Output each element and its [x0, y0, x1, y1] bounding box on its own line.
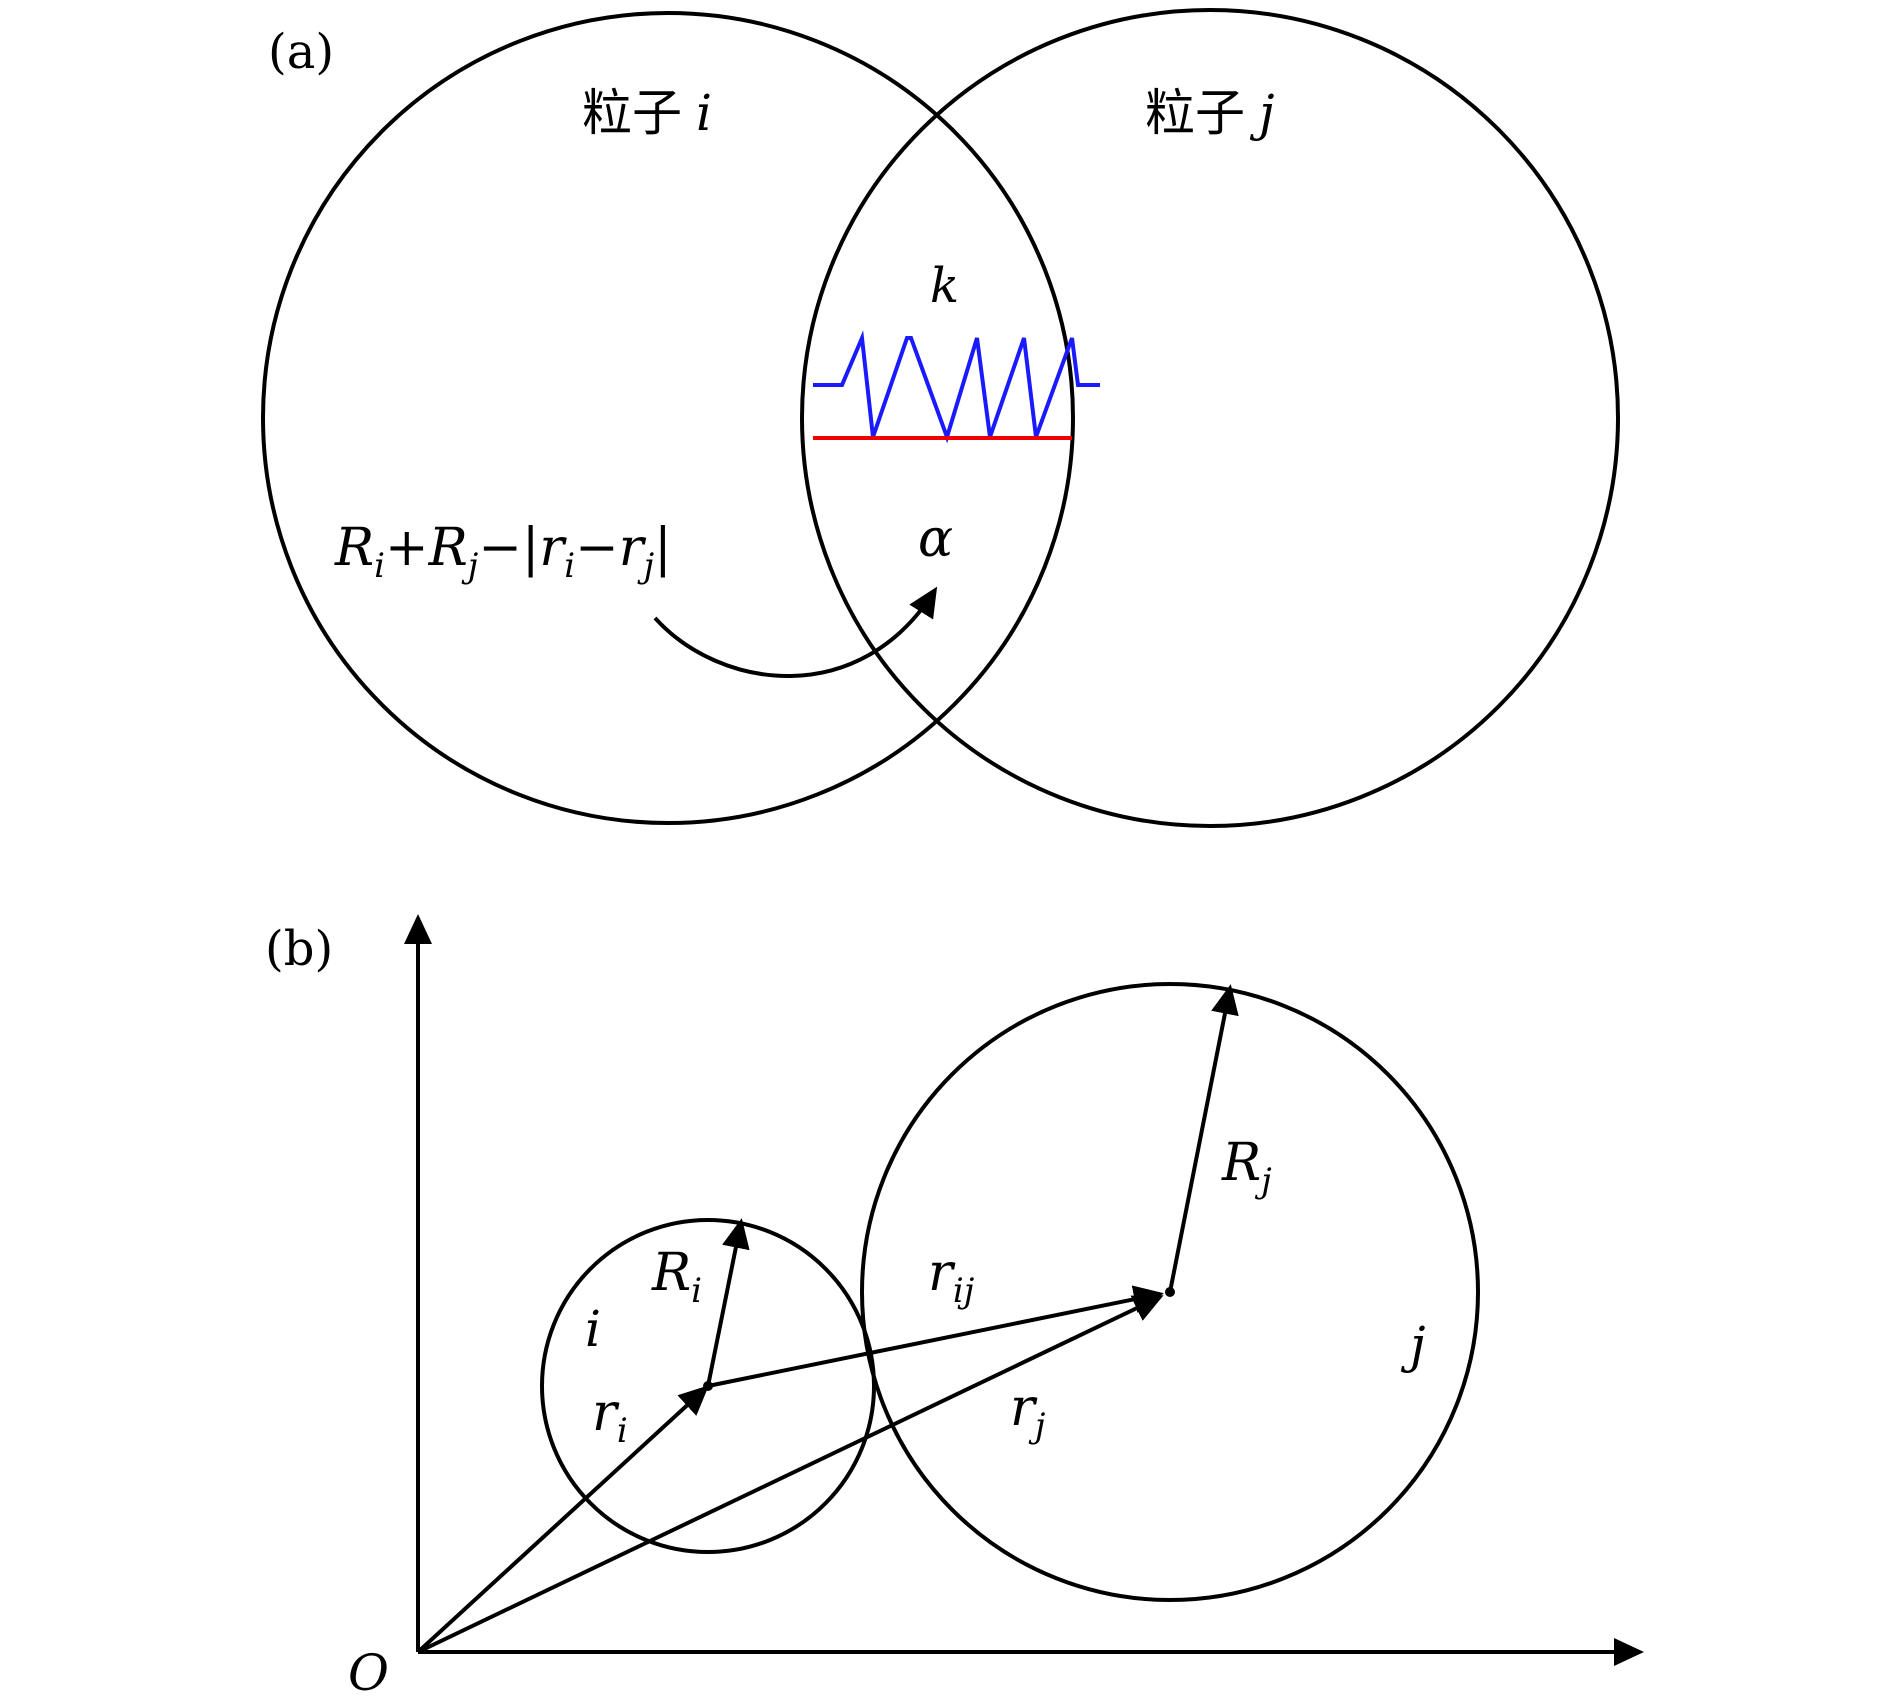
particle-i-label-b: i [585, 1300, 601, 1358]
vector-ri [416, 1385, 709, 1654]
spring-constant-label: k [930, 258, 959, 314]
label-rij: rij [928, 1243, 975, 1311]
particle-j-circle [800, 8, 1620, 828]
particle-i-circle [261, 11, 1075, 825]
vector-Rj [1168, 984, 1239, 1293]
particle-i-circle-b [540, 1218, 876, 1554]
overlap-expression: Ri+Rj−|ri−rj| [334, 518, 672, 586]
spring-symbol [813, 330, 1100, 444]
panel-b-label: (b) [265, 921, 333, 977]
label-rj: rj [1010, 1378, 1046, 1446]
label-ri: ri [592, 1383, 628, 1451]
vector-rj [417, 1295, 1164, 1654]
label-Ri: Ri [651, 1243, 702, 1311]
label-Rj: Rj [1221, 1133, 1272, 1201]
vector-rij [707, 1285, 1164, 1388]
vector-Ri [706, 1218, 750, 1387]
panel-a-label: (a) [268, 24, 334, 80]
panel-b: (b) O i j Ri Rj ri rj rij [265, 914, 1644, 1701]
curved-arrow [653, 586, 938, 678]
particle-j-label-b: j [1400, 1316, 1426, 1374]
particle-j-circle-b [860, 982, 1480, 1602]
damping-label: α [918, 509, 953, 569]
origin-label: O [348, 1644, 389, 1701]
